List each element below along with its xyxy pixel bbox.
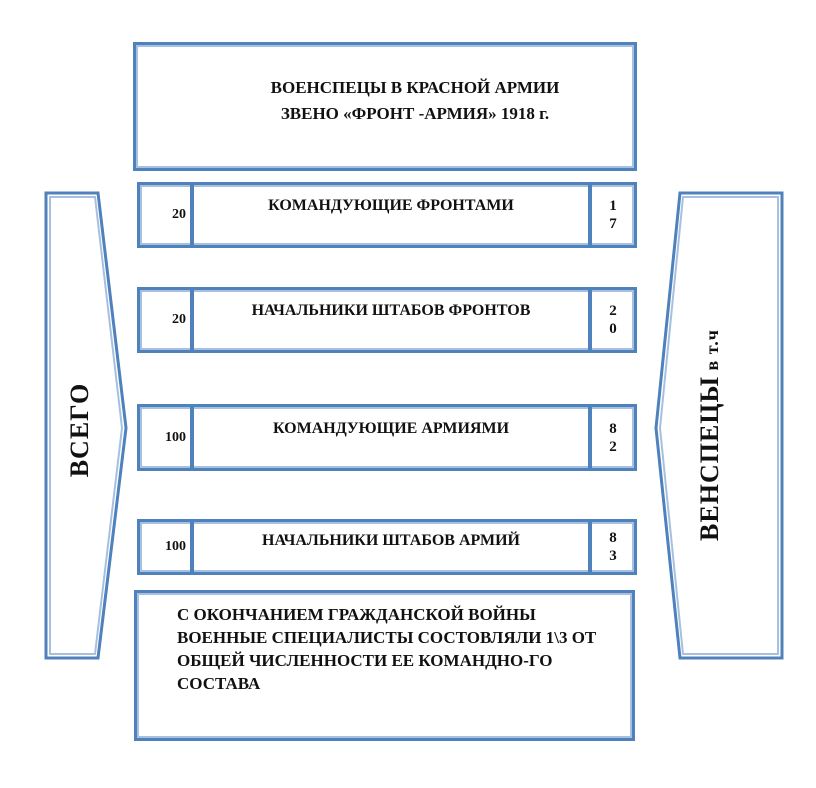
- total-count: 100: [140, 407, 194, 468]
- specialist-count: 20: [588, 290, 634, 350]
- left-arrow-shape: [44, 191, 128, 660]
- title-box: ВОЕНСПЕЦЫ В КРАСНОЙ АРМИИ ЗВЕНО «ФРОНТ -…: [133, 42, 637, 171]
- row-label: НАЧАЛЬНИКИ ШТАБОВ АРМИЙ: [262, 532, 520, 549]
- right-arrow-main: ВЕНСПЕЦЫ: [695, 375, 724, 541]
- title-line-1: ВОЕНСПЕЦЫ В КРАСНОЙ АРМИИ: [270, 78, 560, 97]
- conclusion-box: С ОКОНЧАНИЕМ ГРАЖДАНСКОЙ ВОЙНЫ ВОЕННЫЕ С…: [134, 590, 635, 741]
- specialist-count: 82: [588, 407, 634, 468]
- total-count: 20: [140, 290, 194, 350]
- conclusion-text: С ОКОНЧАНИЕМ ГРАЖДАНСКОЙ ВОЙНЫ ВОЕННЫЕ С…: [177, 605, 597, 693]
- row-front-commanders: 20 КОМАНДУЮЩИЕ ФРОНТАМИ 17: [137, 182, 637, 248]
- right-arrow-label: ВЕНСПЕЦЫ в т.ч: [695, 315, 725, 555]
- specialist-count: 83: [588, 522, 634, 572]
- right-arrow-shape: [654, 191, 784, 660]
- total-count: 20: [140, 185, 194, 245]
- row-front-chiefs-of-staff: 20 НАЧАЛЬНИКИ ШТАБОВ ФРОНТОВ 20: [137, 287, 637, 353]
- total-count: 100: [140, 522, 194, 572]
- row-army-chiefs-of-staff: 100 НАЧАЛЬНИКИ ШТАБОВ АРМИЙ 83: [137, 519, 637, 575]
- row-label: КОМАНДУЮЩИЕ АРМИЯМИ: [272, 419, 510, 437]
- right-arrow-suffix: в т.ч: [702, 329, 722, 376]
- row-label: НАЧАЛЬНИКИ ШТАБОВ ФРОНТОВ: [251, 302, 531, 319]
- left-arrow-label: ВСЕГО: [65, 382, 94, 478]
- title-line-2: ЗВЕНО «ФРОНТ -АРМИЯ» 1918 г.: [280, 104, 550, 123]
- row-army-commanders: 100 КОМАНДУЮЩИЕ АРМИЯМИ 82: [137, 404, 637, 471]
- specialist-count: 17: [588, 185, 634, 245]
- row-label: КОМАНДУЮЩИЕ ФРОНТАМИ: [268, 197, 514, 214]
